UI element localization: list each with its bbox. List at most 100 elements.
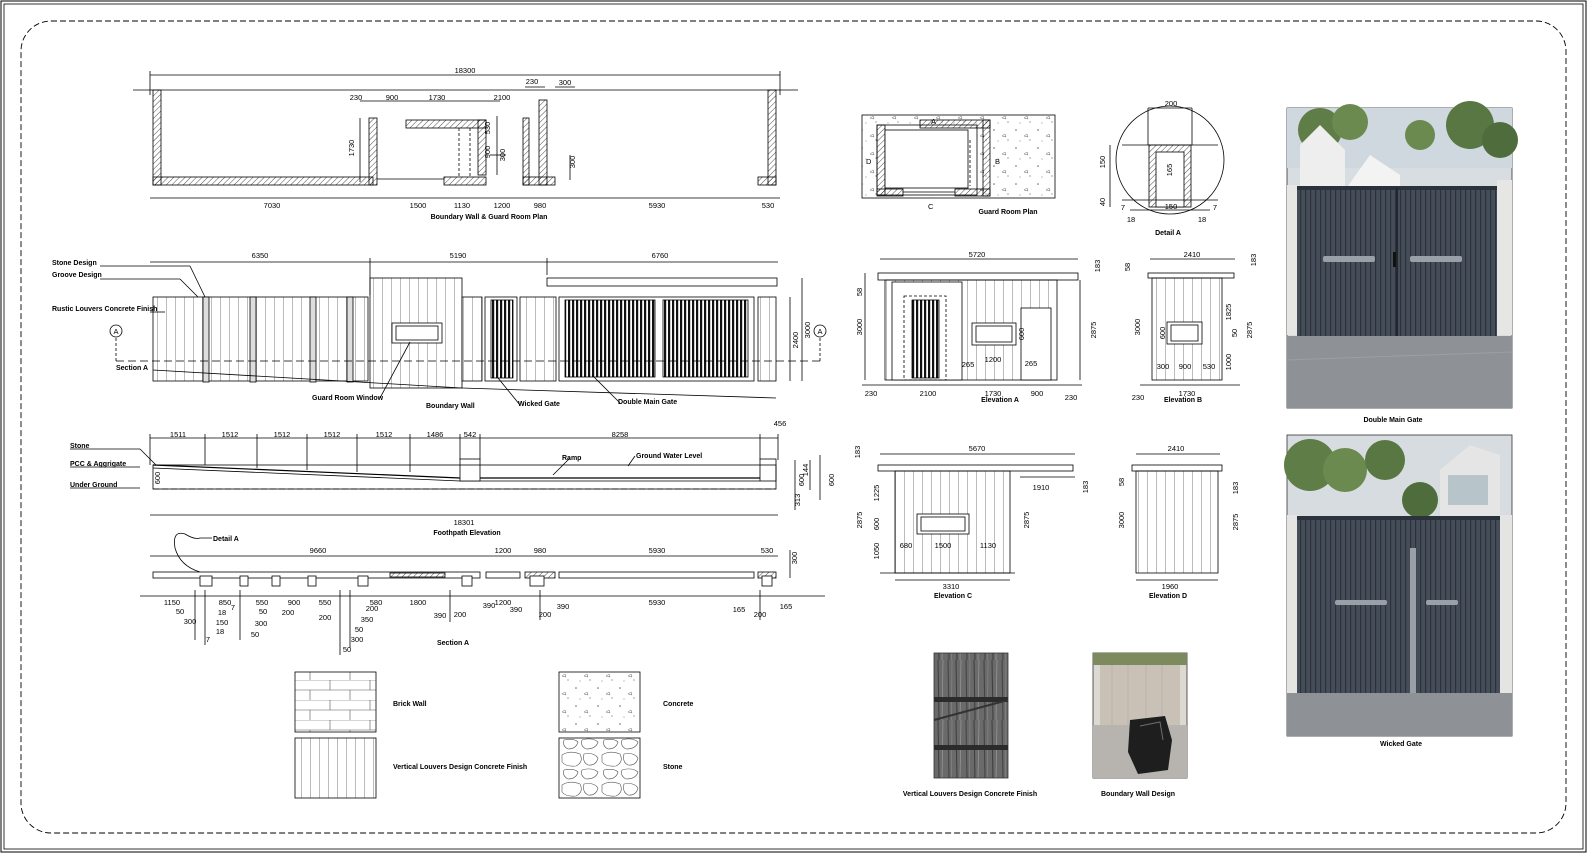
fp-dim-5: 1512 (376, 430, 393, 439)
legend (294, 671, 641, 799)
sec-dim-530: 530 (761, 546, 774, 555)
sec-b-550a: 550 (256, 598, 269, 607)
plan-dim-530: 530 (762, 201, 775, 210)
label-wicked-gate: Wicked Gate (518, 401, 560, 408)
plan-dim-230a: 230 (526, 77, 539, 86)
ea-dim-230a: 230 (865, 389, 878, 398)
label-double-main-gate: Double Main Gate (618, 399, 677, 406)
sec-dim-9660: 9660 (310, 546, 327, 555)
eb-dim-1000: 1000 (1224, 354, 1233, 371)
sec-b-390c: 390 (510, 605, 523, 614)
elevation-d-drawing (1131, 453, 1223, 581)
inner-border (3, 3, 1584, 850)
ed-dim-2875: 2875 (1231, 514, 1240, 531)
section-a-text: 9660 1200 980 5930 530 300 1150 50 300 8… (164, 546, 799, 654)
sec-b-900: 900 (288, 598, 301, 607)
section-a-drawing (140, 532, 825, 655)
eb-dim-50: 50 (1230, 329, 1239, 337)
sec-b-200b: 200 (319, 613, 332, 622)
sec-b-550b: 550 (319, 598, 332, 607)
detail-dim-165: 165 (1165, 164, 1174, 177)
ec-dim-1050: 1050 (872, 543, 881, 560)
sec-b-50d: 50 (355, 625, 363, 634)
legend-labels: Brick Wall Vertical Louvers Design Concr… (393, 701, 693, 771)
detail-dim-150v: 150 (1098, 156, 1107, 169)
sec-dim-5930: 5930 (649, 546, 666, 555)
detail-dim-7a: 7 (1121, 203, 1125, 212)
guard-plan-mark-b: B (995, 157, 1000, 166)
fp-dim-r4: 600 (827, 474, 836, 487)
double-gate-caption: Double Main Gate (1363, 417, 1422, 424)
fp-dim-6: 1486 (427, 430, 444, 439)
ea-dim-230b: 230 (1065, 393, 1078, 402)
elev-dim-2400: 2400 (791, 332, 800, 349)
detail-dim-7b: 7 (1213, 203, 1217, 212)
boundary-photo-caption: Boundary Wall Design (1101, 791, 1175, 798)
plan-dim-1200: 1200 (494, 201, 511, 210)
eb-dim-58: 58 (1123, 263, 1132, 271)
ea-dim-265a: 265 (962, 360, 975, 369)
sec-b-18a: 18 (218, 608, 226, 617)
sec-b-7b: 7 (206, 635, 210, 644)
sec-b-165b: 165 (780, 602, 793, 611)
ec-dim-1225: 1225 (872, 485, 881, 502)
plan-dim-1500: 1500 (410, 201, 427, 210)
plan-dim-v1730: 1730 (347, 140, 356, 157)
sec-b-300c: 300 (351, 635, 364, 644)
label-section-a: Section A (116, 365, 148, 372)
elevation-d-title: Elevation D (1149, 593, 1187, 600)
fp-label-ramp: Ramp (562, 455, 581, 462)
elev-dim-3000: 3000 (803, 322, 812, 339)
ea-dim-600: 600 (1017, 328, 1026, 341)
detail-dim-150: 150 (1165, 202, 1178, 211)
ea-dim-900: 900 (1031, 389, 1044, 398)
eb-dim-900: 900 (1179, 362, 1192, 371)
ed-dim-2410: 2410 (1168, 444, 1185, 453)
plan-dim-v300b: 300 (568, 156, 577, 169)
plan-title: Boundary Wall & Guard Room Plan (431, 214, 548, 221)
eb-dim-530: 530 (1203, 362, 1216, 371)
guard-plan-text: A B C D (866, 117, 1000, 211)
sec-dim-300: 300 (790, 552, 799, 565)
detail-dim-40: 40 (1098, 198, 1107, 206)
label-guard-room-window: Guard Room Window (312, 395, 384, 402)
sec-b-200a: 200 (282, 608, 295, 617)
eb-dim-2410: 2410 (1184, 250, 1201, 259)
dashed-frame (20, 20, 1567, 834)
sec-b-200d: 200 (454, 610, 467, 619)
sec-b-300b: 300 (255, 619, 268, 628)
elevation-labels: Stone Design Groove Design Rustic Louver… (52, 260, 677, 410)
fp-dim-1: 1511 (170, 430, 186, 439)
ec-dim-3310: 3310 (943, 582, 960, 591)
fp-label-water: Ground Water Level (636, 453, 702, 460)
footpath-labels: Stone PCC & Aggrigate Under Ground Ramp … (70, 443, 702, 537)
fp-dim-2: 1512 (222, 430, 239, 439)
plan-dim-18300: 18300 (455, 66, 476, 75)
ec-dim-680: 680 (900, 541, 913, 550)
wicked-gate-caption: Wicked Gate (1380, 741, 1422, 748)
plan-dim-980: 980 (534, 201, 547, 210)
boundary-wall-plan (133, 71, 798, 199)
legend-stone-label: Stone (663, 764, 683, 771)
eb-dim-2875: 2875 (1245, 322, 1254, 339)
sec-b-50e: 50 (343, 645, 351, 654)
wicked-gate-photo (1284, 434, 1513, 737)
sec-b-1200: 1200 (495, 598, 512, 607)
sec-b-50b: 50 (259, 607, 267, 616)
plan-dim-1730: 1730 (429, 93, 446, 102)
ec-dim-2875b: 2875 (1022, 512, 1031, 529)
eb-dim-1825: 1825 (1224, 304, 1233, 321)
sec-b-165a: 165 (733, 605, 746, 614)
ea-dim-183: 183 (1093, 260, 1102, 273)
plan-dim-7030: 7030 (264, 201, 281, 210)
guard-plan-title: Guard Room Plan (978, 209, 1037, 216)
ec-dim-1500: 1500 (935, 541, 952, 550)
sec-b-1150: 1150 (164, 598, 180, 607)
footpath-text: 1511 1512 1512 1512 1512 1486 542 8258 4… (153, 419, 836, 527)
detail-dim-18a: 18 (1127, 215, 1135, 224)
ea-dim-1200: 1200 (985, 355, 1002, 364)
sec-b-350: 350 (361, 615, 374, 624)
sec-dim-980: 980 (534, 546, 547, 555)
